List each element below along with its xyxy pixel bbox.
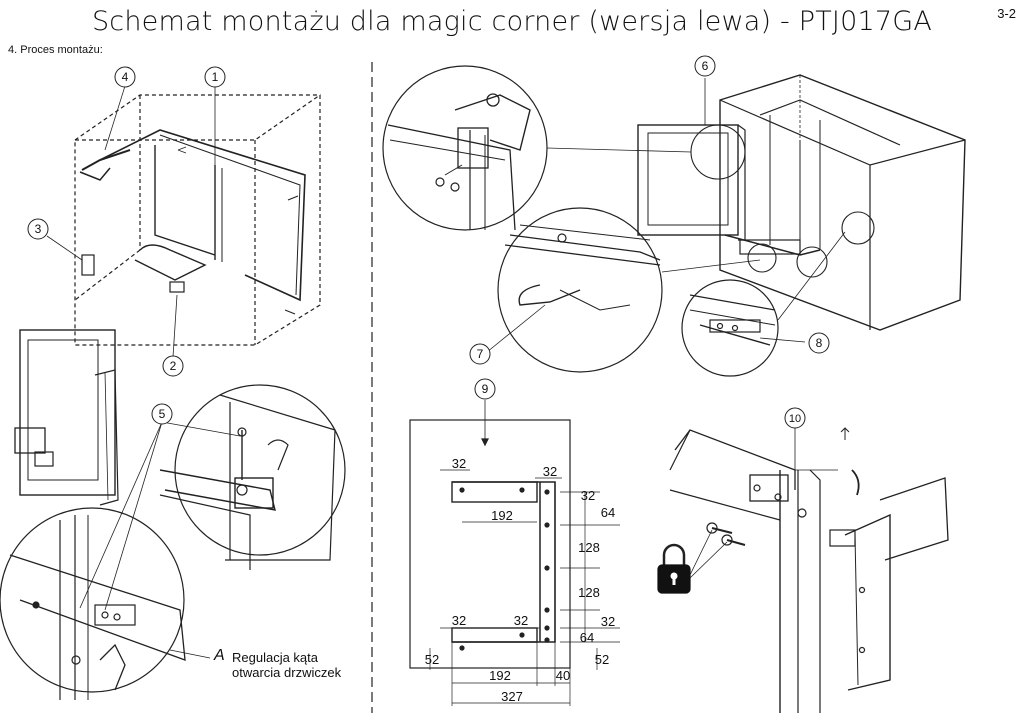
callout-10 bbox=[784, 407, 806, 429]
callout-4 bbox=[114, 66, 136, 88]
section-heading: 4. Proces montażu: bbox=[8, 44, 103, 56]
callouts bbox=[27, 55, 830, 429]
dim-top-right-32: 32 bbox=[543, 464, 557, 479]
dim-right-64-b: 64 bbox=[580, 630, 594, 645]
callout-7 bbox=[469, 343, 491, 365]
lock-adjust-view bbox=[657, 427, 949, 713]
callout-4-label: 4 bbox=[122, 70, 129, 84]
dim-right-64-a: 64 bbox=[601, 505, 615, 520]
note-line-2: otwarcia drzwiczek bbox=[232, 665, 342, 680]
note-line-1: Regulacja kąta bbox=[232, 650, 318, 665]
callout-2-label: 2 bbox=[170, 359, 177, 373]
callout-9-label: 9 bbox=[482, 382, 489, 396]
callout-9 bbox=[474, 378, 496, 400]
angle-adjust-note: A Regulacja kąta otwarcia drzwiczek bbox=[214, 648, 342, 681]
dim-bottom-left-32: 32 bbox=[452, 613, 466, 628]
callout-3 bbox=[27, 218, 49, 240]
callout-6-label: 6 bbox=[702, 59, 709, 73]
dim-width-192-top: 192 bbox=[491, 508, 513, 523]
cabinet-frame-view bbox=[46, 85, 321, 358]
dim-right-32-a: 32 bbox=[581, 488, 595, 503]
dim-top-left-32: 32 bbox=[452, 456, 466, 471]
drilling-plan bbox=[409, 400, 620, 706]
page-number: 3-2 bbox=[997, 6, 1016, 21]
lock-icon bbox=[657, 543, 691, 594]
dim-right-128-a: 128 bbox=[578, 540, 600, 555]
dim-width-192-bottom: 192 bbox=[489, 668, 511, 683]
callout-1 bbox=[204, 66, 226, 88]
hinge-detail-zoom bbox=[382, 65, 692, 231]
bracket-detail-zoom bbox=[681, 231, 846, 377]
callout-6 bbox=[694, 55, 716, 77]
callout-5 bbox=[151, 403, 173, 425]
dim-total-327: 327 bbox=[501, 689, 523, 704]
callout-3-label: 3 bbox=[35, 222, 42, 236]
sheet-title: Schemat montażu dla magic corner (wersja… bbox=[91, 6, 933, 37]
slide-detail-zoom bbox=[486, 207, 761, 373]
callout-2 bbox=[162, 355, 184, 377]
callout-8 bbox=[808, 332, 830, 354]
callout-5-label: 5 bbox=[159, 407, 166, 421]
callout-8-label: 8 bbox=[816, 336, 823, 350]
dim-right-128-b: 128 bbox=[578, 585, 600, 600]
dim-offset-40: 40 bbox=[556, 668, 570, 683]
callout-10-label: 10 bbox=[789, 413, 801, 425]
dim-right-32-b: 32 bbox=[601, 614, 615, 629]
dim-bottom-right-32: 32 bbox=[514, 613, 528, 628]
dim-right-52: 52 bbox=[595, 652, 609, 667]
dim-left-52: 52 bbox=[425, 652, 439, 667]
note-mark: A bbox=[214, 647, 225, 664]
door-hinge-view bbox=[0, 329, 346, 700]
installed-cabinet-view bbox=[637, 74, 966, 331]
callout-1-label: 1 bbox=[212, 70, 219, 84]
callout-7-label: 7 bbox=[477, 347, 484, 361]
